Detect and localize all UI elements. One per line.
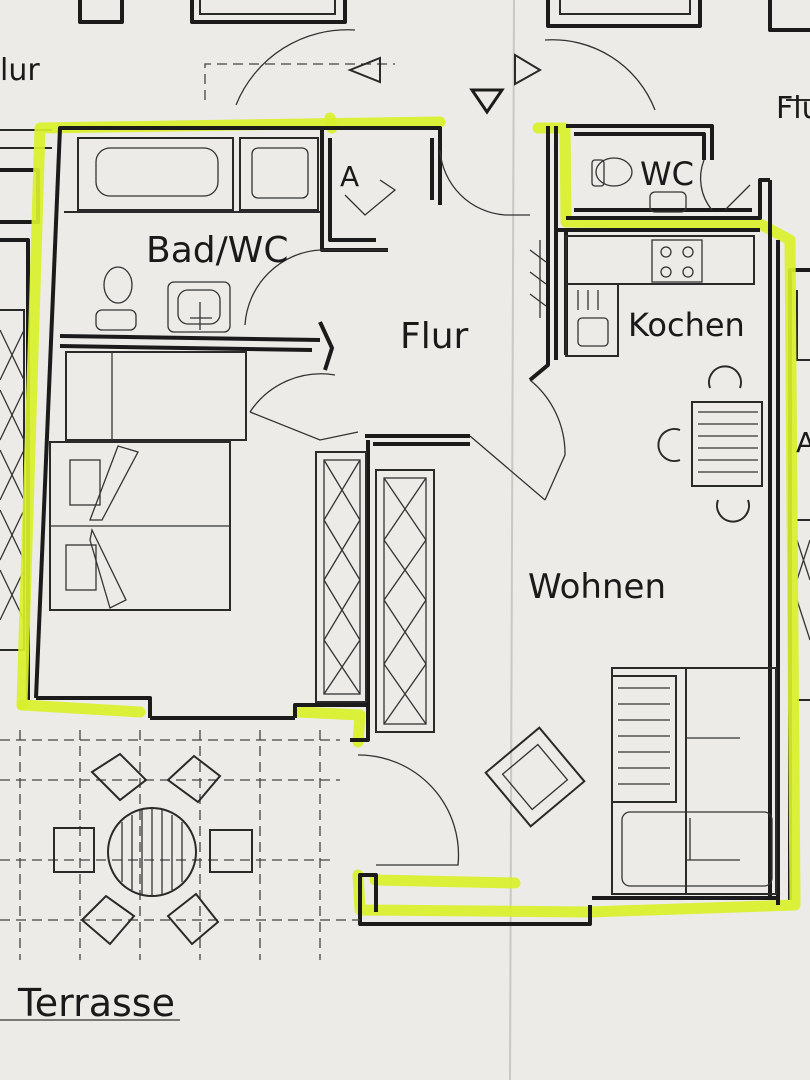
entrance-marker-icon <box>469 88 505 115</box>
room-label-bad-wc: Bad/WC <box>146 230 288 271</box>
coat-rack <box>529 240 547 318</box>
dining-table <box>657 365 763 523</box>
unit-highlight <box>16 112 801 918</box>
room-label-wc: WC <box>640 155 694 193</box>
shower-tray <box>239 137 319 211</box>
terrace-grid <box>0 730 360 1021</box>
wc-sink-icon <box>649 191 687 213</box>
room-label-wohnen: Wohnen <box>528 567 666 607</box>
wc-toilet-icon <box>591 157 633 187</box>
room-label-flur: Flur <box>400 316 469 357</box>
room-label-kochen: Kochen <box>628 306 745 344</box>
doors <box>244 149 751 866</box>
kitchen-sink-unit <box>565 283 619 357</box>
armchair <box>484 726 586 828</box>
toilet-icon <box>95 266 137 331</box>
kitchen-counter <box>565 235 755 285</box>
room-label-terrasse: Terrasse <box>17 981 175 1025</box>
label-a-right: A <box>796 426 810 459</box>
sofa <box>611 667 777 895</box>
neighbor-top <box>0 0 810 224</box>
wardrobe <box>65 351 247 441</box>
label-flur-neighbor-right: Flu <box>776 91 810 126</box>
bathtub <box>77 137 234 211</box>
bed <box>49 441 231 611</box>
shelf-right <box>375 469 435 733</box>
paper-fold <box>509 0 515 1080</box>
patio-chairs <box>53 752 253 946</box>
label-a-closet: A <box>340 160 359 193</box>
label-flur-neighbor-left: lur <box>0 53 40 88</box>
shelf-left <box>315 451 367 703</box>
sink-icon <box>167 281 231 333</box>
patio-table <box>107 807 197 897</box>
tv-shelf <box>611 675 677 803</box>
